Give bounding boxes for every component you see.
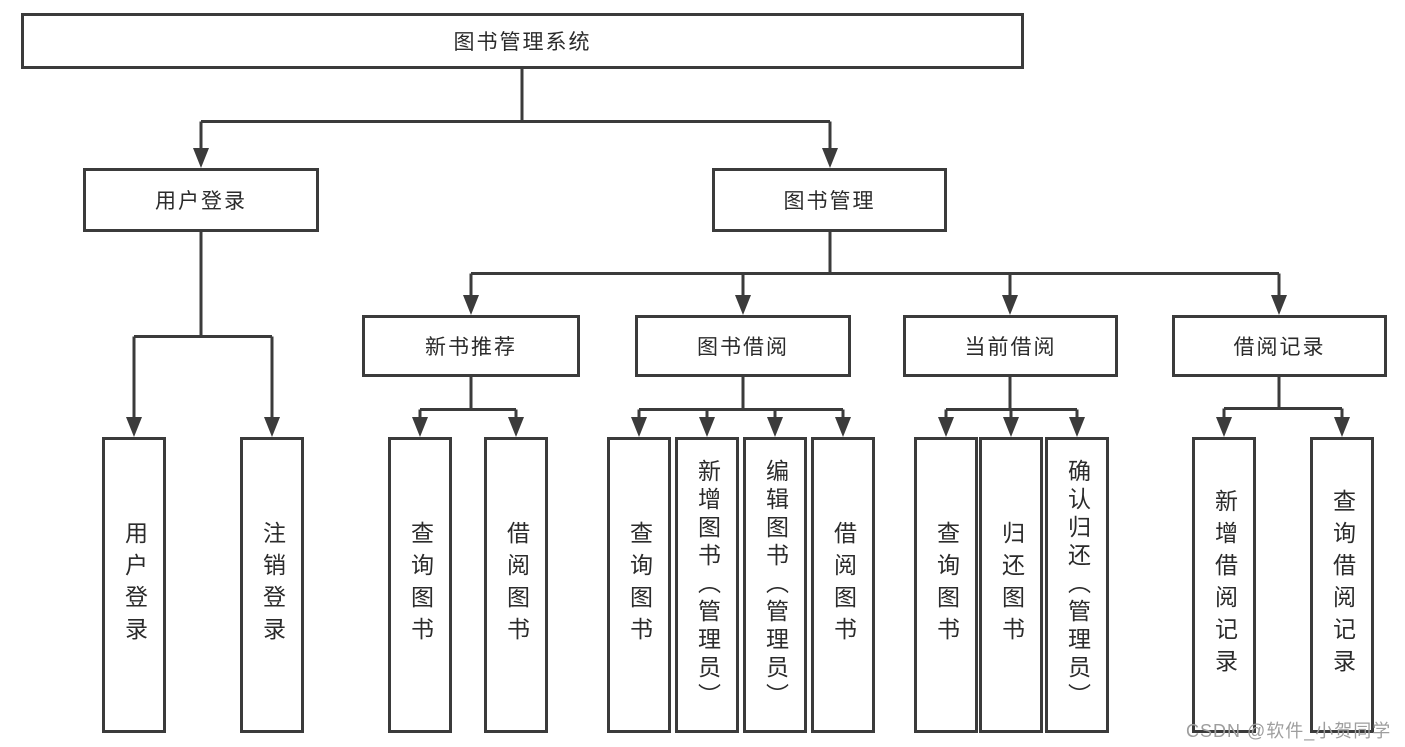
node-label: 图书管理系统 (453, 31, 592, 54)
node-label: 用户登录 (155, 190, 247, 213)
arrow-down-icon (699, 417, 715, 437)
leaf-query-books: 查询图书 (607, 437, 671, 733)
arrow-down-icon (463, 295, 479, 315)
node-borrowing-records: 借阅记录 (1172, 315, 1387, 377)
arrow-down-icon (1216, 417, 1232, 437)
arrow-down-icon (1002, 295, 1018, 315)
node-label: 确认归还（管理员） (1064, 459, 1091, 711)
node-label: 用户登录 (121, 521, 148, 649)
node-user-login: 用户登录 (83, 168, 319, 232)
arrow-down-icon (508, 417, 524, 437)
node-label: 借阅图书 (503, 521, 530, 649)
node-label: 注销登录 (259, 521, 286, 649)
node-label: 新增借阅记录 (1211, 489, 1238, 681)
arrow-down-icon (767, 417, 783, 437)
node-label: 当前借阅 (964, 336, 1057, 359)
arrow-down-icon (822, 148, 838, 168)
arrow-down-icon (1003, 417, 1019, 437)
node-label: 图书管理 (783, 190, 876, 213)
node-label: 查询图书 (933, 521, 960, 649)
node-label: 借阅图书 (830, 521, 857, 649)
arrow-down-icon (126, 417, 142, 437)
leaf-query-books: 查询图书 (914, 437, 978, 733)
node-label: 查询借阅记录 (1329, 489, 1356, 681)
arrow-down-icon (1069, 417, 1085, 437)
leaf-query-books: 查询图书 (388, 437, 452, 733)
node-label: 归还图书 (998, 521, 1025, 649)
node-label: 借阅记录 (1233, 336, 1326, 359)
leaf-add-books-admin: 新增图书（管理员） (675, 437, 739, 733)
node-new-book-recommendation: 新书推荐 (362, 315, 580, 377)
leaf-borrow-books: 借阅图书 (811, 437, 875, 733)
node-library-management-system: 图书管理系统 (21, 13, 1024, 69)
node-label: 查询图书 (407, 521, 434, 649)
leaf-return-books: 归还图书 (979, 437, 1043, 733)
leaf-edit-books-admin: 编辑图书（管理员） (743, 437, 807, 733)
arrow-down-icon (735, 295, 751, 315)
leaf-confirm-return-admin: 确认归还（管理员） (1045, 437, 1109, 733)
node-label: 新书推荐 (425, 336, 517, 359)
leaf-logout: 注销登录 (240, 437, 304, 733)
node-current-borrowing: 当前借阅 (903, 315, 1118, 377)
node-label: 图书借阅 (697, 336, 789, 359)
csdn-watermark: CSDN @软件_小贺同学 (1186, 721, 1392, 741)
node-label: 查询图书 (626, 521, 653, 649)
arrow-down-icon (412, 417, 428, 437)
leaf-user-login: 用户登录 (102, 437, 166, 733)
arrow-down-icon (835, 417, 851, 437)
leaf-query-borrow-record: 查询借阅记录 (1310, 437, 1374, 733)
leaf-borrow-books: 借阅图书 (484, 437, 548, 733)
arrow-down-icon (193, 148, 209, 168)
leaf-add-borrow-record: 新增借阅记录 (1192, 437, 1256, 733)
node-book-borrowing: 图书借阅 (635, 315, 851, 377)
arrow-down-icon (938, 417, 954, 437)
node-label: 新增图书（管理员） (694, 459, 721, 711)
node-label: 编辑图书（管理员） (762, 459, 789, 711)
arrow-down-icon (264, 417, 280, 437)
arrow-down-icon (631, 417, 647, 437)
node-book-management: 图书管理 (712, 168, 947, 232)
arrow-down-icon (1334, 417, 1350, 437)
arrow-down-icon (1271, 295, 1287, 315)
